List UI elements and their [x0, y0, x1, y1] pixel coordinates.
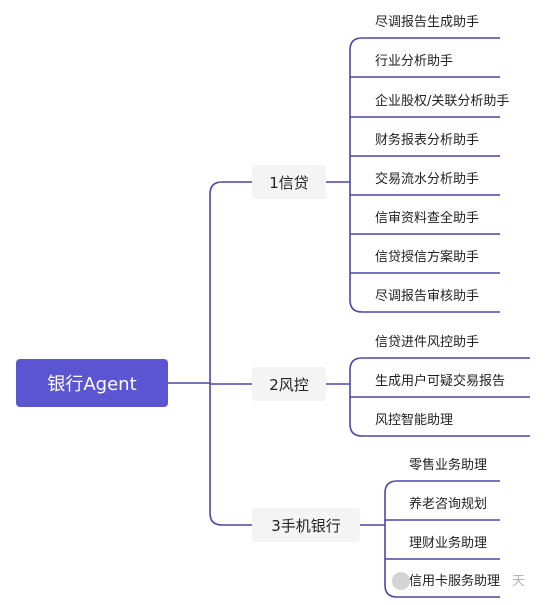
leaf-label: 信用卡服务助理: [409, 574, 501, 589]
leaf-underline: [349, 37, 500, 51]
leaf-underline: [384, 480, 500, 494]
leaf-node: 信贷授信方案助手: [375, 249, 479, 267]
leaf-node: 尽调报告审核助手: [375, 288, 479, 306]
leaf-underline: [349, 357, 530, 371]
branch-connector: [209, 512, 252, 526]
leaf-underline: [349, 299, 500, 313]
leaf-label: 尽调报告审核助手: [375, 289, 480, 304]
leaf-label: 企业股权/关联分析助手: [375, 94, 510, 109]
leaf-node: 行业分析助手: [375, 53, 453, 71]
leaf-label: 养老咨询规划: [409, 497, 488, 512]
leaf-node: 风控智能助理: [375, 412, 453, 430]
leaf-underline: [384, 584, 500, 598]
leaf-label: 生成用户可疑交易报告: [375, 374, 506, 389]
leaf-label: 信贷授信方案助手: [375, 250, 480, 265]
watermark-text: 天: [512, 574, 526, 589]
branch-node-mobile-banking[interactable]: 3手机银行: [252, 508, 360, 542]
branch-node-risk[interactable]: 2风控: [252, 367, 326, 401]
leaf-node: 信用卡服务助理: [409, 573, 500, 591]
branch-node-credit[interactable]: 1信贷: [252, 165, 326, 199]
leaf-node: 生成用户可疑交易报告: [375, 373, 505, 391]
leaf-node: 信贷进件风控助手: [375, 334, 479, 352]
leaf-underline: [349, 423, 530, 437]
leaf-label: 财务报表分析助手: [375, 133, 480, 148]
branch-label: 3手机银行: [271, 516, 341, 535]
leaf-label: 行业分析助手: [375, 54, 454, 69]
leaf-node: 理财业务助理: [409, 535, 487, 553]
leaf-label: 信审资料查全助手: [375, 211, 480, 226]
branch-label: 2风控: [269, 375, 309, 394]
watermark: 天: [392, 570, 554, 594]
leaf-node: 信审资料查全助手: [375, 210, 479, 228]
leaf-node: 财务报表分析助手: [375, 132, 479, 150]
leaf-node: 交易流水分析助手: [375, 171, 479, 189]
leaf-label: 信贷进件风控助手: [375, 335, 480, 350]
branch-connector: [209, 181, 252, 195]
leaf-label: 风控智能助理: [375, 413, 454, 428]
watermark-logo-icon: [392, 572, 410, 590]
leaf-label: 交易流水分析助手: [375, 172, 480, 187]
leaf-label: 尽调报告生成助手: [375, 15, 480, 30]
branch-label: 1信贷: [269, 173, 309, 192]
leaf-node: 尽调报告生成助手: [375, 14, 479, 32]
leaf-label: 零售业务助理: [409, 458, 488, 473]
leaf-node: 零售业务助理: [409, 457, 487, 475]
root-node[interactable]: 银行Agent: [16, 359, 168, 407]
leaf-node: 养老咨询规划: [409, 496, 487, 514]
root-label: 银行Agent: [47, 374, 137, 395]
leaf-label: 理财业务助理: [409, 536, 488, 551]
leaf-node: 企业股权/关联分析助手: [375, 93, 509, 111]
